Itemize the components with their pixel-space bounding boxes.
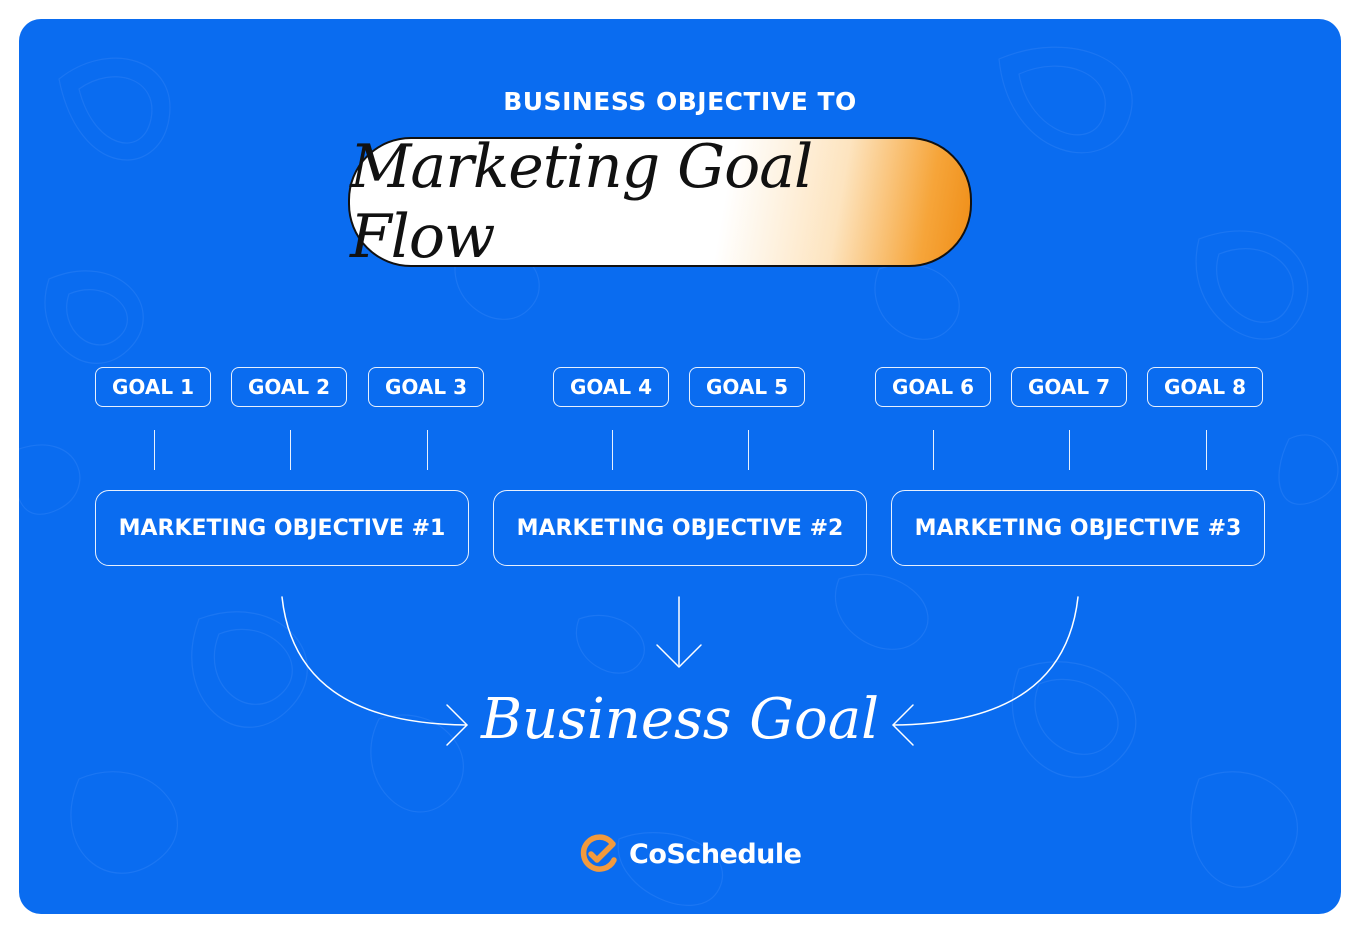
coschedule-logo: CoSchedule [579, 834, 802, 874]
goal-box: GOAL 7 [1011, 367, 1127, 407]
diagram-subtitle: BUSINESS OBJECTIVE TO [503, 87, 857, 116]
goal-connector [290, 430, 291, 470]
infographic-card: BUSINESS OBJECTIVE TO Marketing Goal Flo… [19, 19, 1341, 914]
goal-connector [427, 430, 428, 470]
marketing-objective-box: MARKETING OBJECTIVE #1 [95, 490, 469, 566]
marketing-objective-box: MARKETING OBJECTIVE #3 [891, 490, 1265, 566]
goal-box: GOAL 6 [875, 367, 991, 407]
goal-connector [1069, 430, 1070, 470]
diagram-title: Marketing Goal Flow [350, 132, 813, 272]
title-pill: Marketing Goal Flow [348, 132, 972, 272]
goal-connector [748, 430, 749, 470]
goal-box: GOAL 5 [689, 367, 805, 407]
goal-connector [1206, 430, 1207, 470]
flow-arrows [281, 596, 1079, 746]
goal-connector [154, 430, 155, 470]
left-curved-arrow [281, 596, 468, 726]
goal-connector [612, 430, 613, 470]
left-arrow-head [446, 704, 468, 746]
goal-box: GOAL 4 [553, 367, 669, 407]
right-curved-arrow [892, 596, 1079, 726]
topographic-pattern [19, 46, 1339, 906]
center-arrow-head [656, 644, 702, 668]
goal-box: GOAL 8 [1147, 367, 1263, 407]
right-arrow-head [892, 704, 914, 746]
business-goal: Business Goal [480, 687, 880, 752]
goal-box: GOAL 2 [231, 367, 347, 407]
coschedule-check-icon [580, 834, 617, 872]
goal-box: GOAL 1 [95, 367, 211, 407]
goal-box: GOAL 3 [368, 367, 484, 407]
marketing-objective-box: MARKETING OBJECTIVE #2 [493, 490, 867, 566]
brand-name: CoSchedule [629, 838, 802, 870]
goal-connector [933, 430, 934, 470]
